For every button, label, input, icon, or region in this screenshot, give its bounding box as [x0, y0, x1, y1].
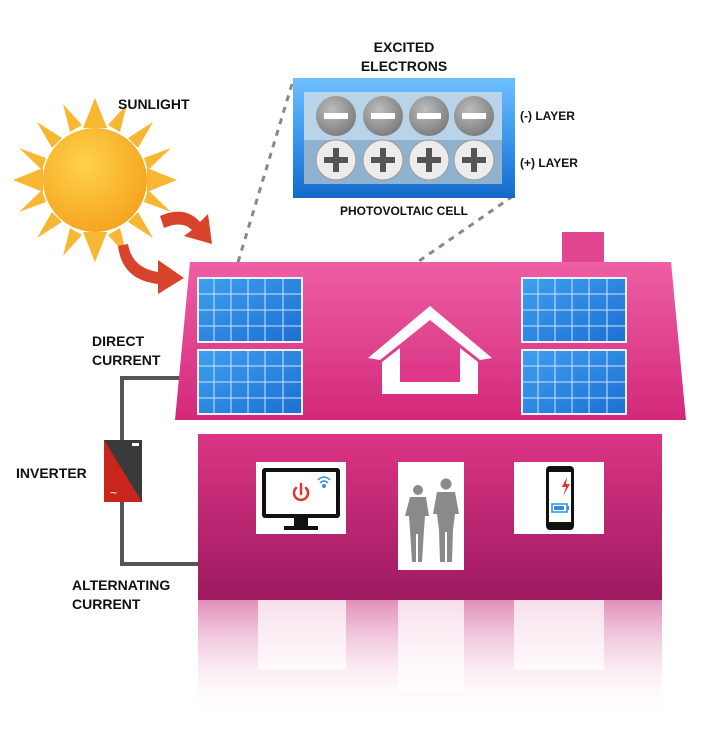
electron-ball — [454, 96, 494, 136]
arrow-upper — [160, 211, 212, 244]
svg-text:~: ~ — [110, 486, 117, 500]
electron-row — [316, 96, 494, 136]
direct-current-label-line1: DIRECT — [92, 333, 145, 349]
zoom-lines — [230, 83, 514, 344]
solar-panel — [521, 349, 627, 415]
electron-ball — [409, 96, 449, 136]
direct-current-label-line2: CURRENT — [92, 352, 161, 368]
excited-electrons-label-line1: EXCITED — [374, 39, 435, 55]
photovoltaic-cell — [293, 78, 515, 198]
electron-ball — [363, 96, 403, 136]
excited-electrons-label-line2: ELECTRONS — [361, 58, 447, 74]
sun-icon — [13, 98, 177, 262]
hole-ball — [453, 139, 495, 181]
charge-bolt-icon — [562, 477, 570, 496]
window-monitor — [256, 462, 346, 534]
hole-ball — [315, 139, 357, 181]
arrow-lower — [118, 244, 184, 294]
window-phone — [514, 462, 604, 534]
negative-layer-label: (-) LAYER — [520, 109, 575, 123]
alternating-current-label-line2: CURRENT — [72, 596, 141, 612]
ac-wire — [120, 500, 200, 566]
hole-ball — [362, 139, 404, 181]
smartphone-icon — [546, 466, 574, 530]
window-people — [398, 462, 464, 570]
house-reflection — [198, 600, 662, 720]
dc-wire — [120, 376, 182, 440]
sunlight-label: SUNLIGHT — [118, 96, 190, 112]
wifi-icon — [317, 476, 331, 488]
solar-panel — [521, 277, 627, 343]
house — [175, 232, 686, 600]
solar-panel — [197, 277, 303, 343]
wires — [120, 376, 200, 566]
sunlight-arrows — [118, 211, 212, 294]
photovoltaic-cell-label: PHOTOVOLTAIC CELL — [340, 204, 468, 218]
electron-ball — [316, 96, 356, 136]
alternating-current-label-line1: ALTERNATING — [72, 577, 170, 593]
inverter-label: INVERTER — [16, 465, 87, 481]
home-logo-icon — [368, 306, 492, 394]
positive-layer-label: (+) LAYER — [520, 156, 578, 170]
inverter-icon: ~ — [104, 440, 142, 502]
hole-ball — [408, 139, 450, 181]
solar-panel — [197, 349, 303, 415]
power-icon — [292, 482, 310, 502]
battery-icon — [551, 503, 569, 513]
hole-row — [315, 139, 495, 181]
people-silhouette-icon — [405, 478, 459, 562]
